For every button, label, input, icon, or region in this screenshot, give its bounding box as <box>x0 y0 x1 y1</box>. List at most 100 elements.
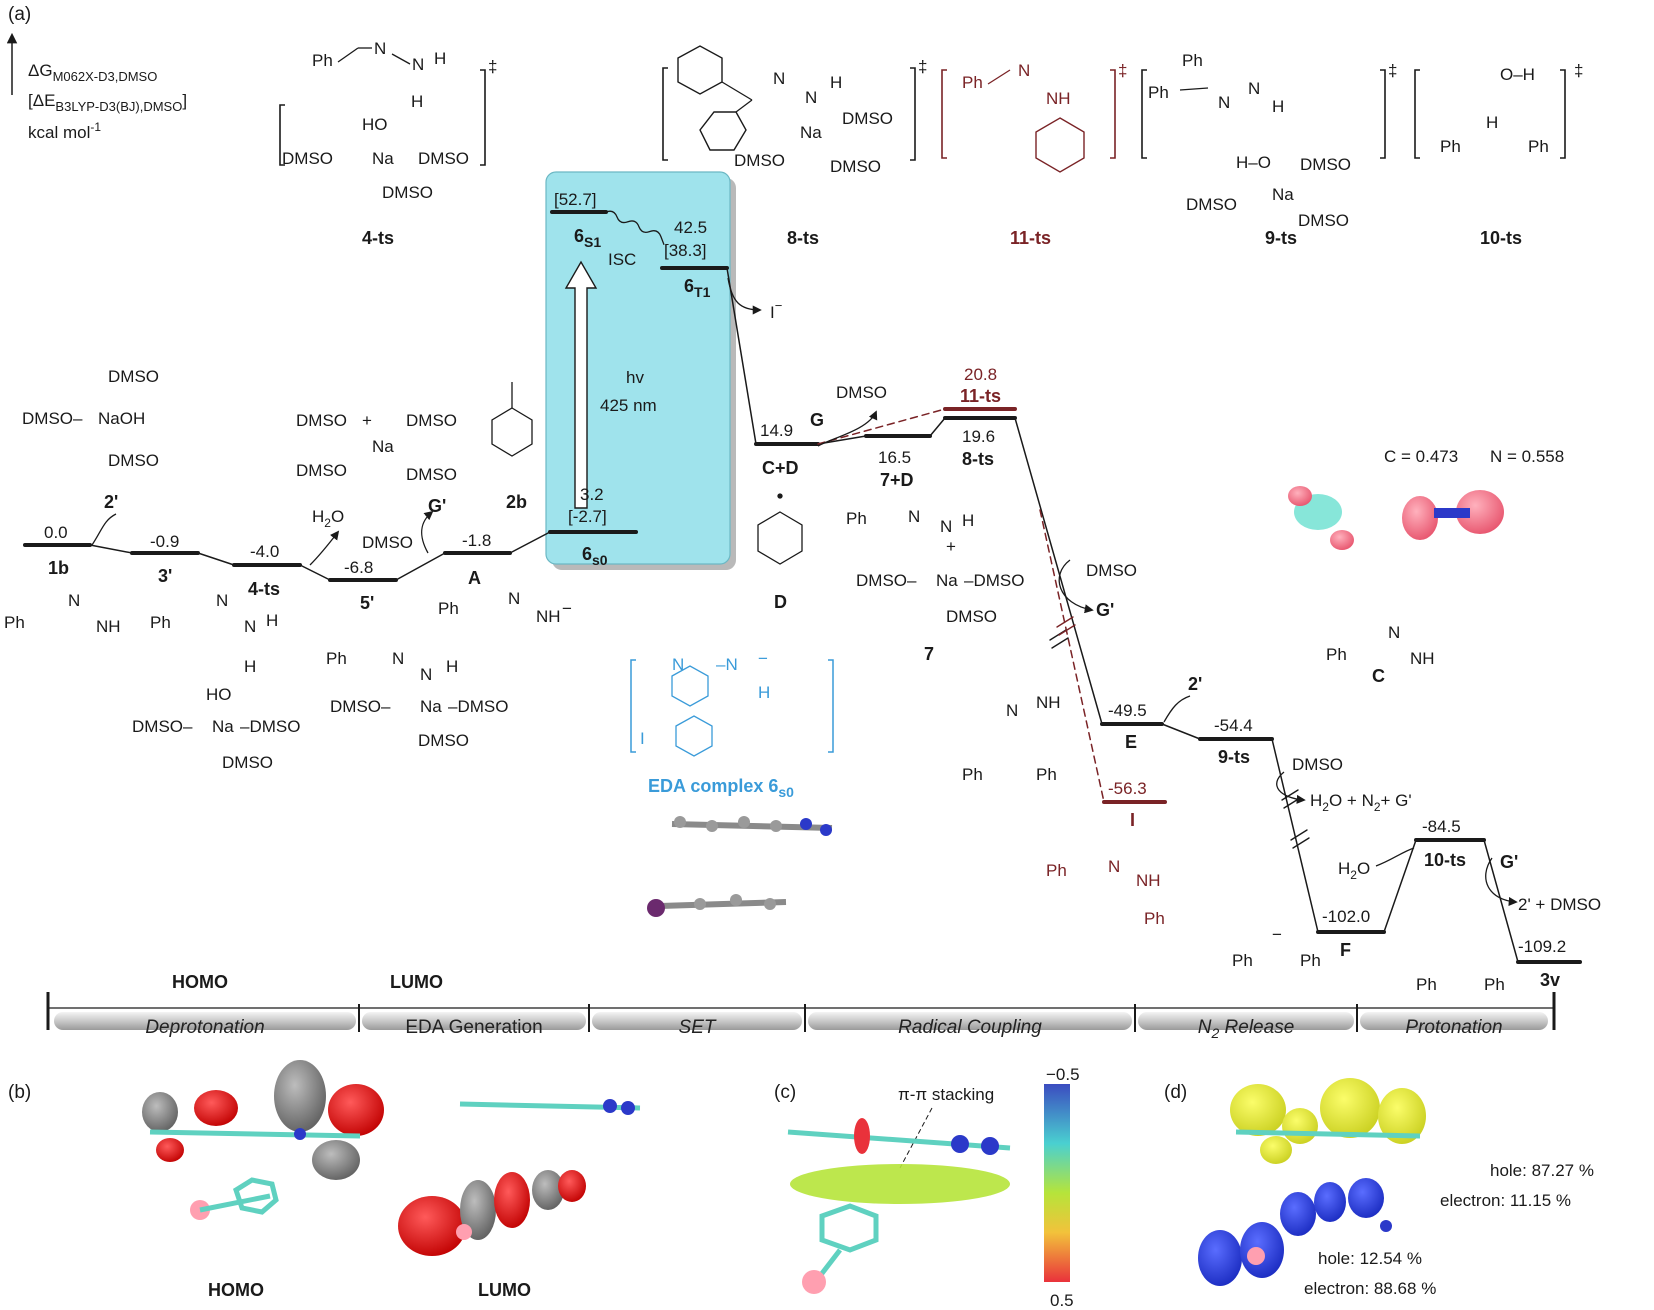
label-11ts: 11-ts <box>960 386 1001 406</box>
svg-text:N: N <box>908 507 920 526</box>
svg-text:425 nm: 425 nm <box>600 396 657 415</box>
panel-c-label: (c) <box>774 1082 796 1103</box>
svg-text:2' + DMSO: 2' + DMSO <box>1518 895 1601 914</box>
svg-text:Ph: Ph <box>1182 51 1203 70</box>
svg-text:NH: NH <box>1046 89 1071 108</box>
label-10ts: 10-ts <box>1424 850 1466 870</box>
svg-text:‡: ‡ <box>488 57 497 76</box>
svg-text:NaOH: NaOH <box>98 409 145 428</box>
label-A: A <box>468 568 481 588</box>
svg-text:DMSO–: DMSO– <box>132 717 193 736</box>
svg-text:Na: Na <box>800 123 822 142</box>
svg-text:DMSO: DMSO <box>1298 211 1349 230</box>
svg-text:kcal mol-1: kcal mol-1 <box>28 120 101 142</box>
svg-text:DMSO–: DMSO– <box>330 697 391 716</box>
svg-text:2': 2' <box>1188 674 1202 694</box>
svg-text:N: N <box>773 69 785 88</box>
label-11-ts: 11-ts <box>1010 228 1051 248</box>
label-10-ts: 10-ts <box>1480 228 1522 248</box>
eda-complex-label: EDA complex 6 <box>648 776 778 796</box>
svg-text:‡: ‡ <box>1574 61 1583 80</box>
stage-label: Protonation <box>1405 1017 1502 1038</box>
svg-text:DMSO: DMSO <box>418 731 469 750</box>
stage-pill <box>362 1012 586 1030</box>
svg-text:Na: Na <box>936 571 958 590</box>
energy-7D: 16.5 <box>878 448 911 467</box>
svg-text:EDA complex 6s0: EDA complex 6s0 <box>648 776 794 800</box>
label-1b: 1b <box>48 558 69 578</box>
svg-text:N: N <box>412 55 424 74</box>
label-7D: 7+D <box>880 470 914 490</box>
svg-text:DMSO: DMSO <box>1300 155 1351 174</box>
energy-profile-lines <box>23 210 1582 964</box>
hole-electron-image <box>1198 1078 1426 1286</box>
svg-text:Ph: Ph <box>438 599 459 618</box>
energy-8ts: 19.6 <box>962 427 995 446</box>
label-6t1: 6 <box>684 276 694 296</box>
stage-label: Deprotonation <box>145 1017 264 1038</box>
svg-text:Na: Na <box>420 697 442 716</box>
svg-text:DMSO: DMSO <box>222 753 273 772</box>
label-9-ts: 9-ts <box>1265 228 1297 248</box>
svg-text:N: N <box>1218 93 1230 112</box>
svg-text:Na: Na <box>212 717 234 736</box>
svg-text:O–H: O–H <box>1500 65 1535 84</box>
svg-text:DMSO: DMSO <box>282 149 333 168</box>
svg-text:DMSO: DMSO <box>382 183 433 202</box>
energy-values: 0.0 1b -0.9 3' -4.0 4-ts -6.8 5' -1.8 A … <box>44 190 1566 990</box>
svg-text:I−: I− <box>770 298 782 322</box>
svg-text:NH: NH <box>536 607 561 626</box>
svg-text:NH: NH <box>1036 693 1061 712</box>
svg-text:NH: NH <box>1136 871 1161 890</box>
svg-text:DMSO: DMSO <box>734 151 785 170</box>
lumo-orbital-image <box>398 1099 641 1256</box>
nci-isosurface-image <box>787 1118 1011 1294</box>
svg-text:NH: NH <box>96 617 121 636</box>
stage-pill <box>1138 1012 1354 1030</box>
svg-text:HO: HO <box>362 115 388 134</box>
svg-text:Ph: Ph <box>1148 83 1169 102</box>
svg-text:G: G <box>810 410 824 430</box>
panel-b-label: (b) <box>8 1082 31 1103</box>
energy-A: -1.8 <box>462 531 491 550</box>
homo-orbital-image <box>142 1060 384 1220</box>
svg-text:HO: HO <box>206 685 232 704</box>
svg-text:G': G' <box>1096 600 1114 620</box>
stage-label: Radical Coupling <box>898 1017 1042 1038</box>
svg-text:[ΔEB3LYP-D3(BJ),DMSO]: [ΔEB3LYP-D3(BJ),DMSO] <box>28 91 187 114</box>
label-9ts: 9-ts <box>1218 747 1250 767</box>
svg-text:N: N <box>1018 61 1030 80</box>
svg-text:hv: hv <box>626 368 644 387</box>
svg-text:Ph: Ph <box>1036 765 1057 784</box>
svg-text:N: N <box>68 591 80 610</box>
energy-5p: -6.8 <box>344 558 373 577</box>
small-structures <box>491 382 1504 565</box>
energy-E: -49.5 <box>1108 701 1147 720</box>
svg-text:C = 0.473: C = 0.473 <box>1384 447 1458 466</box>
svg-text:−: − <box>562 599 572 618</box>
svg-text:7: 7 <box>924 644 934 664</box>
structure-4-ts: Ph N N H H HO DMSO Na DMSO DMSO ‡ 4-ts <box>279 39 497 248</box>
svg-text:N: N <box>508 589 520 608</box>
svg-text:DMSO: DMSO <box>1086 561 1137 580</box>
scale-bottom: 0.5 <box>1050 1291 1074 1310</box>
energy-3p: -0.9 <box>150 532 179 551</box>
svg-text:DMSO: DMSO <box>946 607 997 626</box>
electron-2: electron: 88.68 % <box>1304 1279 1436 1298</box>
structure-text: DMSO DMSO– NaOH DMSO DMSO + DMSO Na DMSO… <box>4 367 1505 994</box>
svg-text:N: N <box>1006 701 1018 720</box>
label-5p: 5' <box>360 593 374 613</box>
electron-1: electron: 11.15 % <box>1440 1191 1571 1210</box>
svg-text:6s0: 6s0 <box>582 544 608 568</box>
hole-2: hole: 12.54 % <box>1318 1249 1422 1268</box>
svg-text:H: H <box>1272 97 1284 116</box>
svg-text:H: H <box>1486 113 1498 132</box>
svg-text:DMSO: DMSO <box>836 383 887 402</box>
eda-3d-model <box>647 816 833 917</box>
svg-text:–N: –N <box>716 655 738 674</box>
energy-1b: 0.0 <box>44 523 68 542</box>
svg-text:DMSO: DMSO <box>406 465 457 484</box>
stage-pill <box>54 1012 356 1030</box>
energy2-6s0: [-2.7] <box>568 507 607 526</box>
